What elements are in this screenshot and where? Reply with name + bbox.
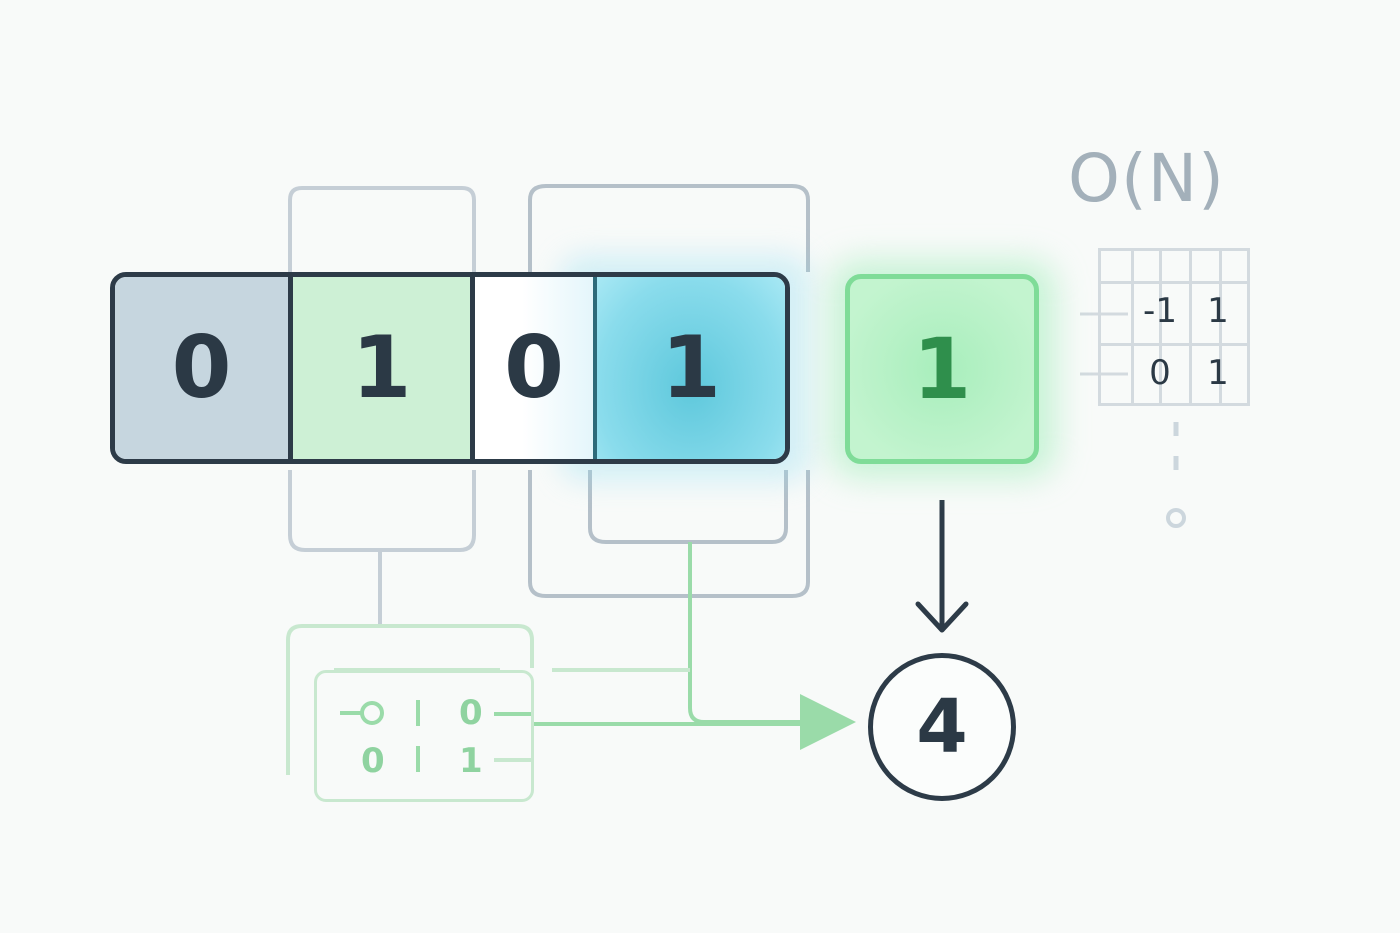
binary-array: 0 1 0 1	[110, 272, 790, 464]
result-circle: 4	[868, 653, 1016, 801]
array-cell-1: 1	[293, 277, 475, 459]
table-node-icon	[360, 701, 384, 725]
grid-line	[1189, 251, 1192, 403]
matrix-cell: -1	[1143, 291, 1177, 331]
down-arrow-head	[915, 601, 969, 633]
table-outer-frame	[286, 624, 534, 775]
matrix-grid: -1 1 0 1	[1098, 248, 1250, 406]
array-cell-0: 0	[115, 277, 293, 459]
table-cell: 0	[361, 741, 385, 781]
table-cell: 0	[459, 693, 483, 733]
matrix-cell: 1	[1207, 291, 1229, 331]
truth-table: 0 0 1	[314, 670, 534, 802]
grid-line	[1101, 281, 1247, 284]
current-bit-box: 1	[845, 274, 1039, 464]
window-bracket-left-top	[288, 186, 476, 272]
window-bracket-right-bottom	[528, 470, 810, 598]
matrix-cell: 1	[1207, 353, 1229, 393]
complexity-label: O(N)	[1068, 140, 1225, 217]
grid-line	[1101, 343, 1247, 346]
grid-line	[1159, 251, 1162, 403]
connector-right-down	[688, 542, 856, 750]
array-cell-2: 0	[475, 277, 593, 459]
matrix-cell: 0	[1149, 353, 1171, 393]
grid-line	[1131, 251, 1134, 403]
array-cell-3: 1	[593, 277, 785, 459]
window-bracket-right-top	[528, 184, 810, 272]
trail-end-icon	[1166, 508, 1186, 528]
table-cell: 1	[459, 741, 483, 781]
grid-line	[1219, 251, 1222, 403]
window-bracket-left-bottom	[288, 470, 476, 552]
